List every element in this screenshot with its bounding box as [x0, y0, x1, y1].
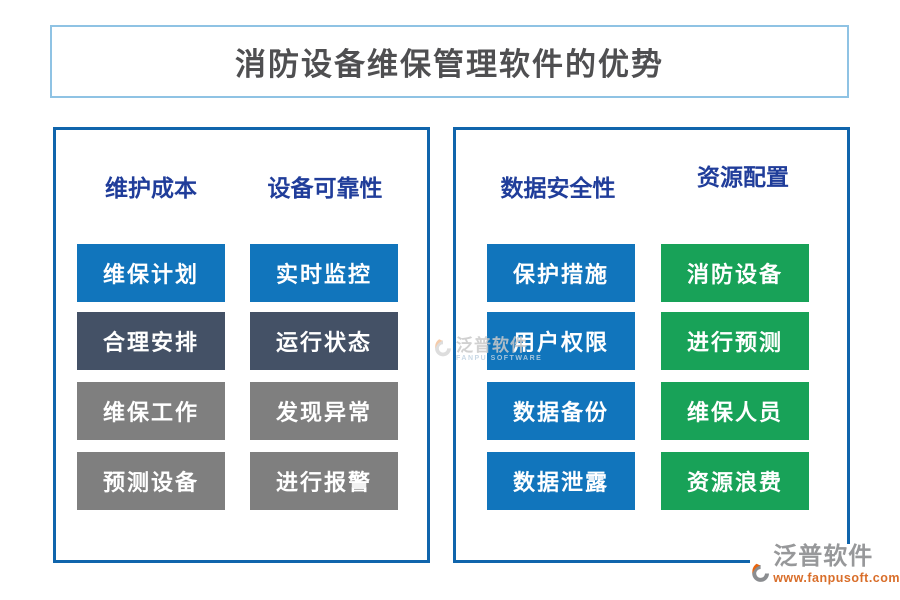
item-maintenance-personnel: 维保人员 [661, 382, 809, 440]
page-title: 消防设备维保管理软件的优势 [235, 47, 664, 82]
item-protection-measures: 保护措施 [487, 244, 635, 302]
item-predict-equipment: 预测设备 [77, 452, 225, 510]
fanpu-logo-icon [752, 563, 769, 582]
item-operating-status: 运行状态 [250, 312, 398, 370]
item-realtime-monitoring: 实时监控 [250, 244, 398, 302]
footer-logo-url: www.fanpusoft.com [773, 571, 900, 585]
item-data-backup: 数据备份 [487, 382, 635, 440]
header-equipment-reliability: 设备可靠性 [267, 176, 383, 201]
item-detect-anomaly: 发现异常 [250, 382, 398, 440]
title-box: 消防设备维保管理软件的优势 [50, 25, 849, 98]
item-make-prediction: 进行预测 [661, 312, 809, 370]
item-user-permissions: 用户权限 [487, 312, 635, 370]
footer-logo: 泛普软件 www.fanpusoft.com [750, 544, 900, 600]
item-reasonable-arrangement: 合理安排 [77, 312, 225, 370]
header-maintenance-cost: 维护成本 [105, 176, 197, 201]
item-maintenance-work: 维保工作 [77, 382, 225, 440]
item-fire-equipment: 消防设备 [661, 244, 809, 302]
fanpu-logo-icon [433, 336, 453, 365]
item-trigger-alarm: 进行报警 [250, 452, 398, 510]
item-data-leakage: 数据泄露 [487, 452, 635, 510]
header-resource-allocation: 资源配置 [697, 165, 789, 190]
item-maintenance-plan: 维保计划 [77, 244, 225, 302]
footer-logo-brand: 泛普软件 [773, 544, 874, 570]
item-resource-waste: 资源浪费 [661, 452, 809, 510]
header-data-security: 数据安全性 [500, 176, 616, 201]
